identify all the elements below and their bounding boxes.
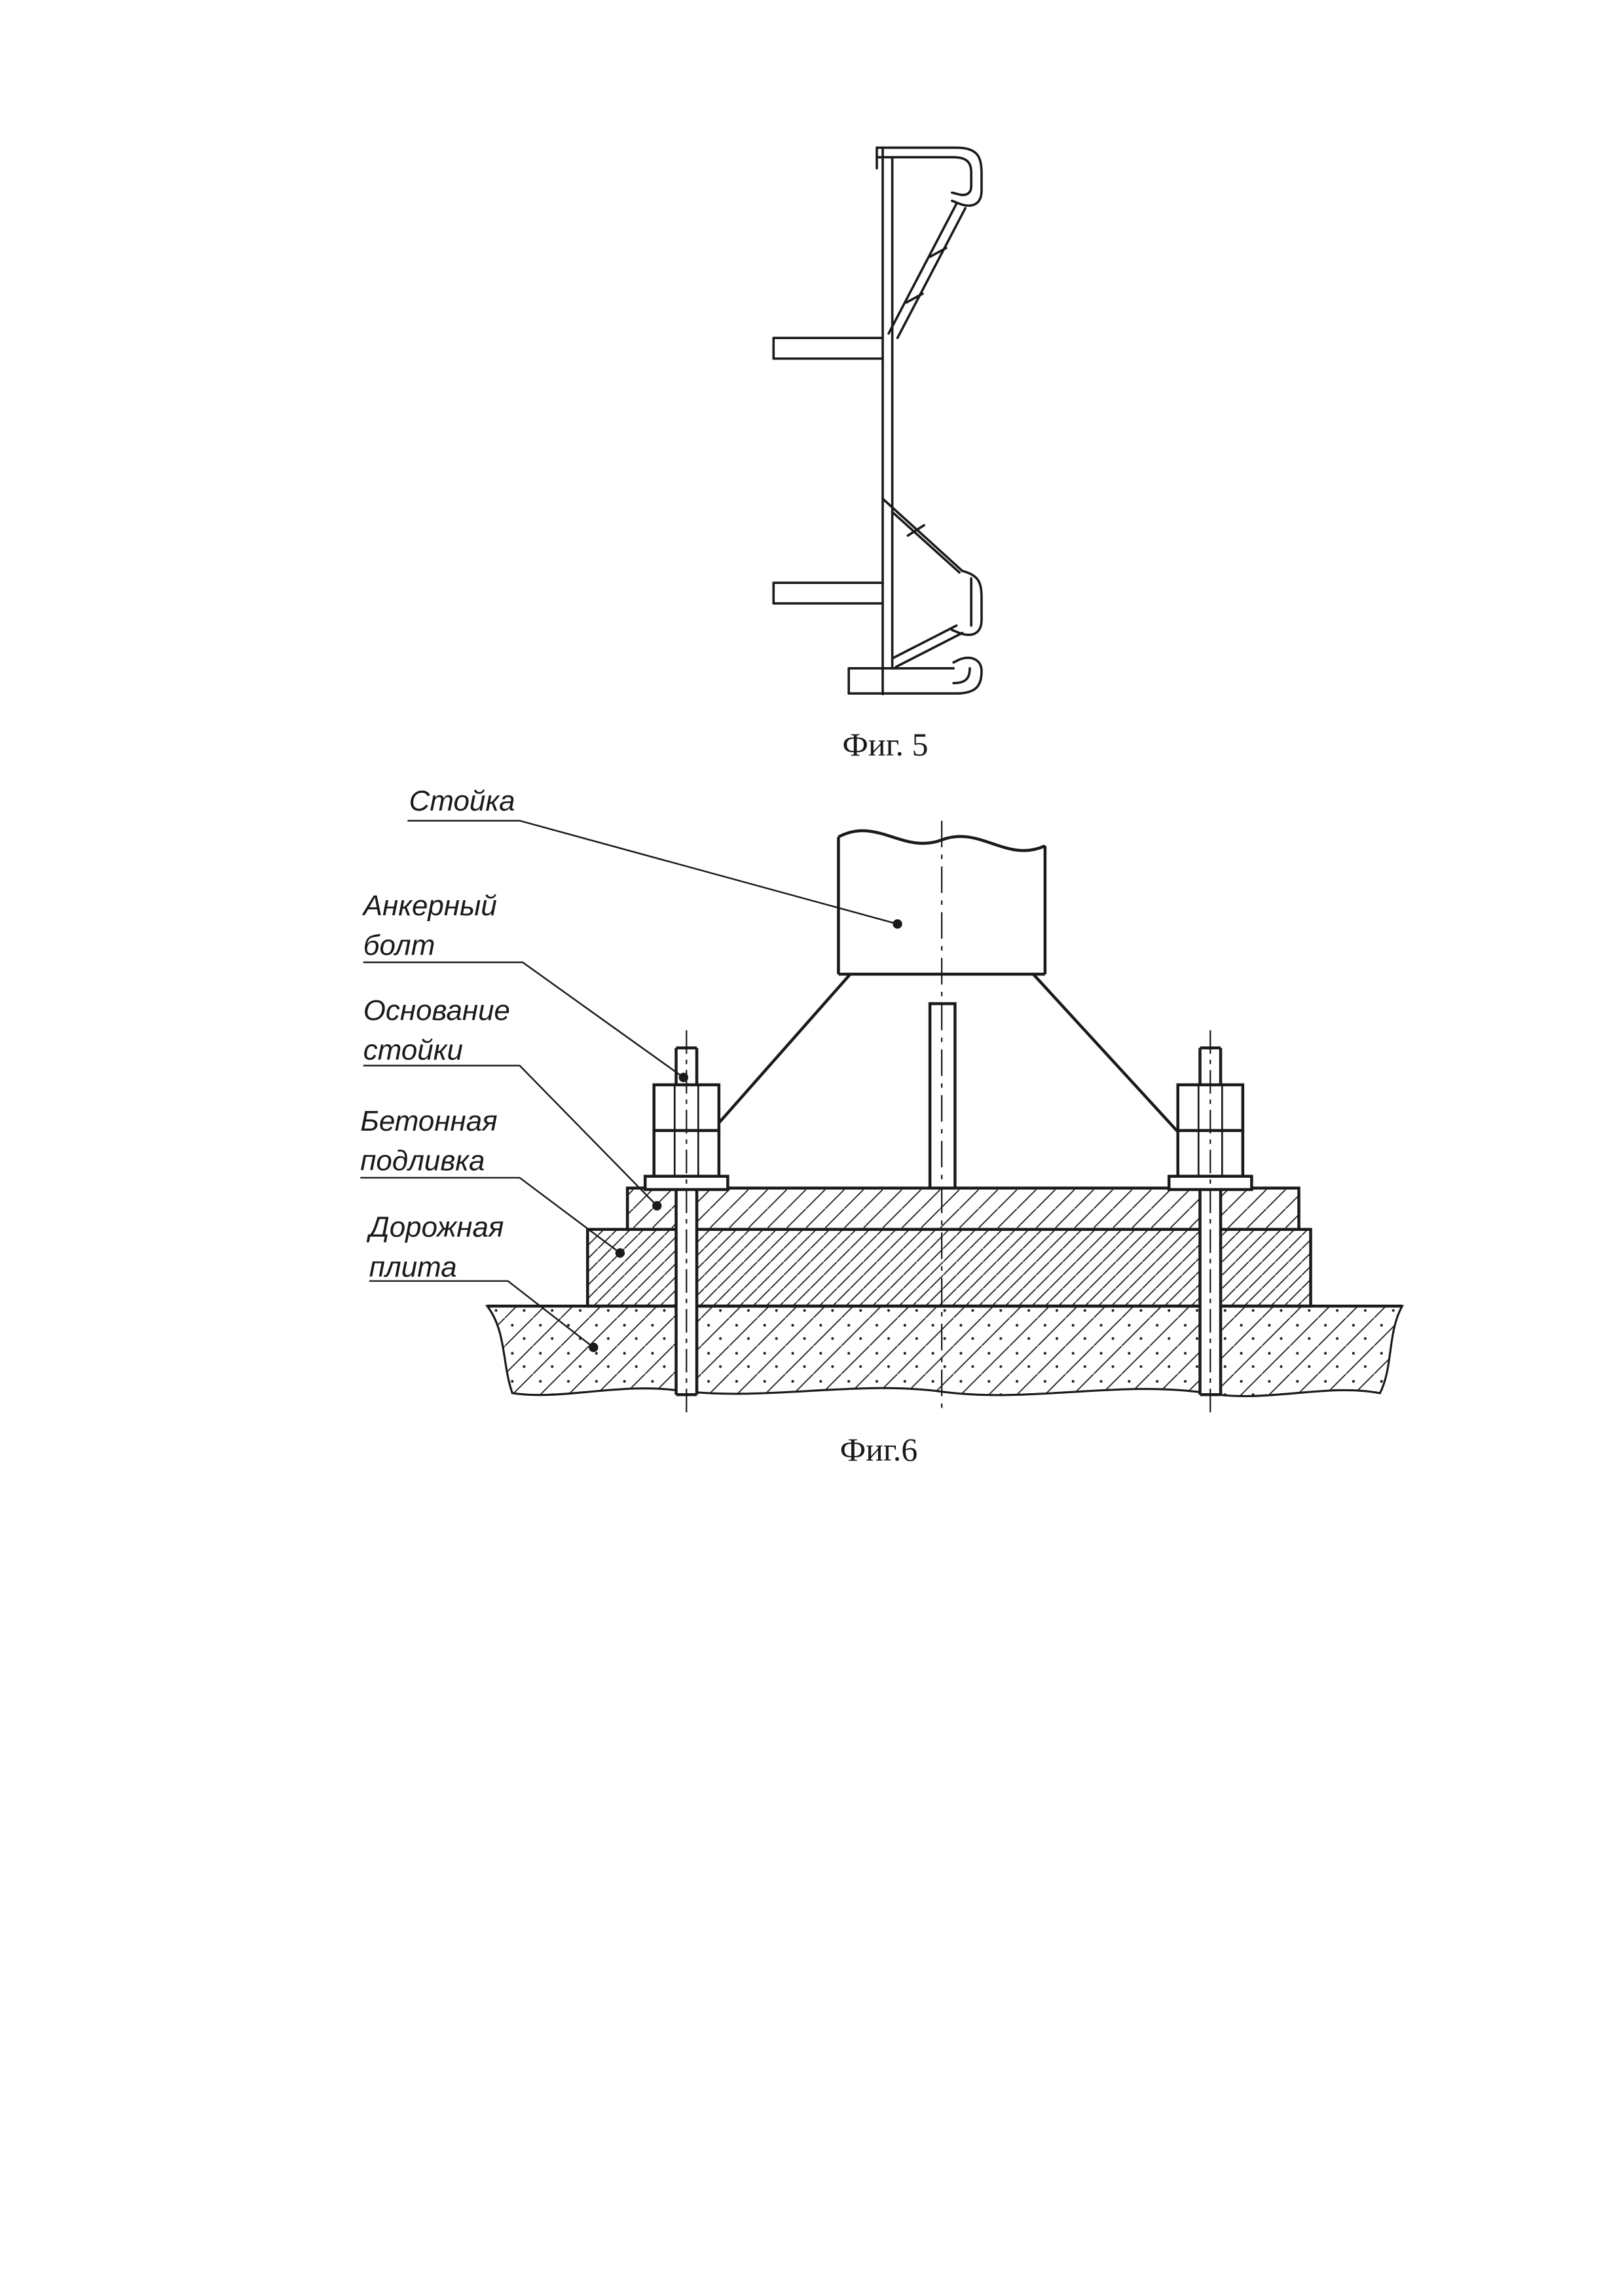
label-slab-line2: плита xyxy=(369,1251,457,1283)
label-post: Стойка xyxy=(409,785,515,817)
label-anchor-bolt-line1: Анкерный xyxy=(361,890,497,922)
post-anchoring-drawing: Стойка Анкерный болт Основание стойки Бе… xyxy=(360,785,1404,1414)
leader-anchor-bolt xyxy=(363,961,684,1078)
label-slab-line1: Дорожная xyxy=(366,1211,504,1243)
grout-block xyxy=(586,1228,1312,1308)
leader-lines xyxy=(360,820,898,1349)
profile-upper-tab xyxy=(772,337,884,360)
profile-bottom-flange xyxy=(847,656,983,695)
beam-profile-drawing xyxy=(772,146,983,696)
figure-5-caption: Фиг. 5 xyxy=(842,726,929,763)
profile-lower-tab xyxy=(772,581,884,605)
label-grout-line1: Бетонная xyxy=(360,1105,497,1137)
anchor-bolt-left xyxy=(643,1030,729,1413)
road-slab xyxy=(485,1305,1404,1398)
label-anchor-bolt-line2: болт xyxy=(363,930,435,962)
leader-base xyxy=(363,1065,658,1207)
label-base-line1: Основание xyxy=(363,994,510,1027)
profile-lower-bump xyxy=(881,497,983,668)
leader-post xyxy=(407,820,898,925)
profile-upper-diagonal xyxy=(887,202,967,340)
leader-grout xyxy=(360,1176,621,1254)
profile-top-flange xyxy=(876,146,983,207)
leader-slab xyxy=(369,1280,595,1349)
figure-6-caption: Фиг.6 xyxy=(840,1431,918,1468)
leader-dots xyxy=(589,919,902,1353)
base-plate xyxy=(625,1186,1301,1231)
profile-web xyxy=(881,146,894,696)
label-base-line2: стойки xyxy=(363,1034,463,1066)
anchor-bolt-right xyxy=(1167,1030,1253,1413)
label-grout-line2: подливка xyxy=(360,1145,485,1177)
